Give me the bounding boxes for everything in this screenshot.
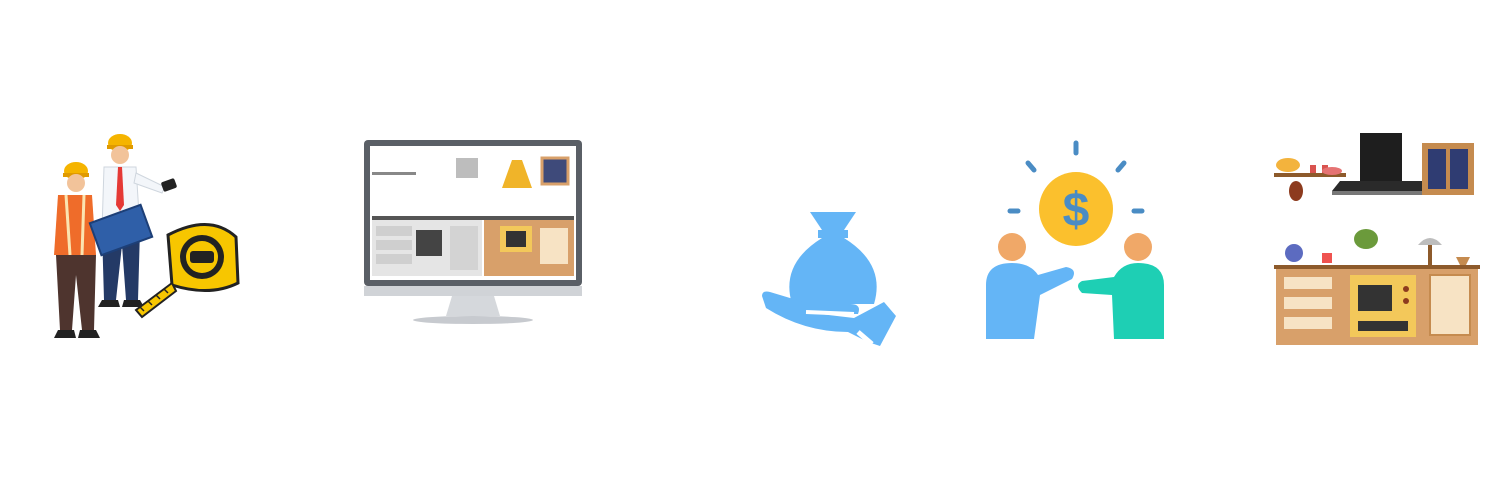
finished-kitchen-illustration: [1270, 125, 1485, 350]
tape-measure-icon: [134, 223, 240, 319]
chimney-hood-icon: [1332, 133, 1430, 195]
oven-icon: [1350, 275, 1416, 337]
dollar-coin-icon: [1039, 172, 1113, 246]
deal-handshake-dollar-icon: $: [982, 135, 1172, 345]
svg-text:$: $: [1063, 184, 1090, 237]
sun-rays-icon: [1007, 140, 1145, 214]
blueprint-icon: [88, 203, 154, 257]
kitchen-design-monitor-illustration: [360, 138, 590, 330]
money-bag-hand-icon: [758, 208, 908, 353]
site-measurement-illustration: [40, 125, 250, 355]
worker-front-icon: [54, 162, 100, 338]
